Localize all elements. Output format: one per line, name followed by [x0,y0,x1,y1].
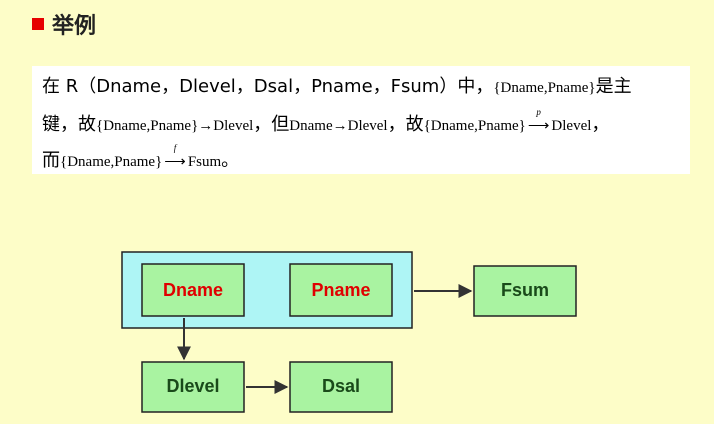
text-segment: Dlevel [551,118,592,134]
title-row: 举例 [32,8,96,40]
node-dlevel [141,361,245,413]
red-square-bullet-icon [32,18,44,30]
text-segment: {Dname,Pname} [96,118,199,134]
definition-text-panel: 在 R（Dname，Dlevel，Dsal，Pname，Fsum）中， {Dna… [32,66,690,174]
text-segment: Dname [289,118,333,134]
arrow-label: p [536,107,541,117]
text-segment: {Dname,Pname} [493,80,596,96]
arrow-symbol: → [332,118,348,134]
text-segment: ， [591,114,610,135]
node-pname [289,263,393,317]
text-segment: ，故 [387,114,424,135]
text-segment: Dlevel [213,118,254,134]
arrow-label: f [173,143,177,153]
text-line-1: 在 R（Dname，Dlevel，Dsal，Pname，Fsum）中， {Dna… [42,72,632,98]
node-dname [141,263,245,317]
text-line-2: 键，故 {Dname,Pname} → Dlevel ，但 Dname → Dl… [42,107,610,136]
text-segment: {Dname,Pname} [423,118,526,134]
node-dlevel-label: Dlevel [166,376,219,396]
node-dsal-label: Dsal [322,376,360,396]
arrow-symbol: → [198,118,214,134]
text-segment: Fsum [187,154,222,170]
text-segment: 在 R（Dname，Dlevel，Dsal，Pname，Fsum）中， [42,76,494,97]
text-segment: 是主 [595,76,632,97]
node-pname-label: Pname [311,280,370,300]
text-segment: {Dname,Pname} [60,154,163,170]
text-segment: 而 [42,150,60,171]
page-title: 举例 [52,14,97,39]
node-fsum [473,265,577,317]
text-segment: 。 [221,150,240,171]
node-dsal [289,361,393,413]
text-segment: ，但 [253,114,290,135]
node-fsum-label: Fsum [501,280,549,300]
partial-dependency-arrow: p⟶ [527,107,550,134]
full-dependency-arrow: f⟶ [164,143,186,170]
node-dname-label: Dname [163,280,223,300]
text-segment: 键，故 [42,114,96,135]
text-line-3: 而 {Dname,Pname} f⟶ Fsum 。 [42,143,240,172]
text-segment: Dlevel [347,118,388,134]
